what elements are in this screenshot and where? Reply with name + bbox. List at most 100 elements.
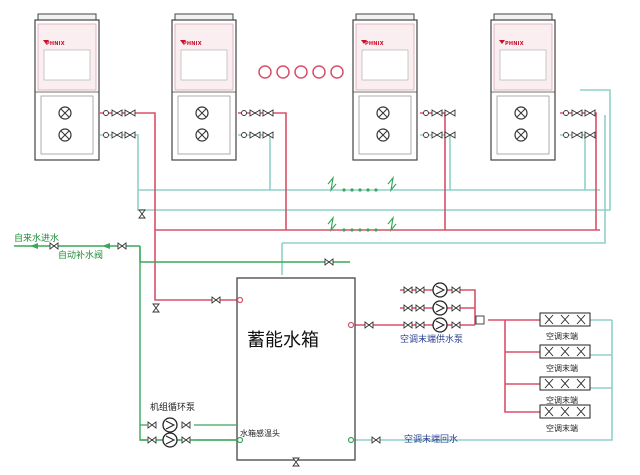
check-valve-icon	[241, 132, 247, 138]
unit-display-window	[43, 49, 91, 81]
valve-pair-icon	[423, 131, 456, 139]
check-valve-icon	[415, 304, 425, 312]
unit-display-window	[180, 49, 228, 81]
gate-valve-icon	[147, 436, 157, 444]
unit-top-fan-cover	[355, 13, 415, 21]
unit-display-window	[499, 49, 547, 81]
gate-valve-icon	[444, 131, 456, 139]
fan-blade-icon	[197, 130, 207, 140]
terminal-unit-label: 空调末端	[546, 396, 578, 405]
gate-valve-icon	[451, 321, 461, 329]
continuation-dots	[342, 188, 378, 232]
coil-icon	[576, 406, 586, 417]
gate-valve-icon	[403, 321, 413, 329]
fan-blade-icon	[516, 108, 526, 118]
unit-brand-label: PHNIX	[505, 41, 524, 47]
more-units-indicator	[258, 65, 344, 79]
check-valve-icon	[563, 110, 569, 116]
gate-valve-icon	[262, 109, 274, 117]
circulation-pumps	[140, 417, 237, 448]
unit-valves	[103, 109, 596, 139]
gate-valve-icon	[124, 131, 136, 139]
gate-valve-icon	[249, 131, 261, 139]
terminal-unit	[539, 344, 591, 359]
circulation-pump	[140, 417, 237, 433]
check-valve-icon	[563, 132, 569, 138]
terminal-unit-label: 空调末端	[546, 332, 578, 341]
gate-valve-icon	[584, 131, 596, 139]
unit-brand-label: PHNIX	[365, 41, 384, 47]
valve-pair-icon	[103, 109, 136, 117]
flow-arrows	[30, 243, 110, 249]
valve-pair-icon	[563, 131, 596, 139]
check-valve-icon	[241, 110, 247, 116]
coil-icon	[560, 346, 570, 357]
heat-pump-unit	[490, 13, 556, 161]
supply-pump	[403, 282, 461, 298]
heat-pump-unit	[34, 13, 100, 161]
gate-valve-icon	[111, 109, 123, 117]
pump-arrow-icon	[435, 303, 446, 313]
fan-blade-icon	[378, 108, 388, 118]
gate-valve-icon	[451, 286, 461, 294]
pump-arrow-icon	[435, 320, 446, 330]
gate-valve-icon	[181, 436, 191, 444]
gate-valve-icon	[147, 421, 157, 429]
line-valves	[49, 209, 381, 467]
gate-valve-icon	[403, 304, 413, 312]
gate-valve-icon	[431, 131, 443, 139]
gate-valve-icon	[262, 131, 274, 139]
brand-logo-icon	[499, 40, 505, 44]
terminal-unit	[539, 312, 591, 327]
gate-valve-icon	[403, 286, 413, 294]
check-valve-icon	[103, 110, 109, 116]
coil-icon	[576, 346, 586, 357]
gate-valve-icon	[444, 109, 456, 117]
pump-arrow-icon	[165, 420, 176, 430]
terminal-unit	[539, 404, 591, 419]
valve-pair-icon	[241, 109, 274, 117]
terminal-unit-label: 空调末端	[546, 364, 578, 373]
check-valve-icon	[423, 132, 429, 138]
circulation-pump-label: 机组循环泵	[150, 403, 196, 413]
return-water-label: 空调末端回水	[404, 435, 459, 445]
storage-tank	[236, 277, 356, 461]
auto-makeup-valve-label: 自动补水阀	[58, 251, 104, 261]
terminal-unit	[539, 376, 591, 391]
circulation-pump	[140, 432, 237, 448]
coil-icon	[576, 314, 586, 325]
heat-pump-units	[34, 13, 556, 161]
coil-icon	[560, 378, 570, 389]
unit-lower-panel	[40, 95, 94, 155]
coil-icon	[560, 314, 570, 325]
unit-brand-label: PHNIX	[183, 41, 202, 47]
brand-logo-icon	[180, 40, 186, 44]
check-valve-icon	[423, 110, 429, 116]
check-valve-icon	[415, 321, 425, 329]
terminal-unit-label: 空调末端	[546, 424, 578, 433]
pump-arrow-icon	[165, 435, 176, 445]
gate-valve-icon	[111, 131, 123, 139]
tank-connections	[236, 296, 355, 444]
check-valve-icon	[415, 286, 425, 294]
pump-arrow-icon	[435, 285, 446, 295]
heat-pump-unit	[352, 13, 418, 161]
gate-valve-icon	[124, 109, 136, 117]
check-valve-icon	[103, 132, 109, 138]
unit-lower-panel	[177, 95, 231, 155]
strainer-icon	[475, 315, 485, 325]
gate-valve-icon	[249, 109, 261, 117]
unit-display-window	[361, 49, 409, 81]
unit-lower-panel	[358, 95, 412, 155]
coil-icon	[544, 314, 554, 325]
fan-blade-icon	[60, 108, 70, 118]
brand-logo-icon	[361, 40, 367, 44]
fan-blade-icon	[197, 108, 207, 118]
coil-icon	[544, 378, 554, 389]
coil-icon	[544, 346, 554, 357]
valve-pair-icon	[241, 131, 274, 139]
heat-pump-unit	[171, 13, 237, 161]
supply-pump	[403, 300, 461, 316]
